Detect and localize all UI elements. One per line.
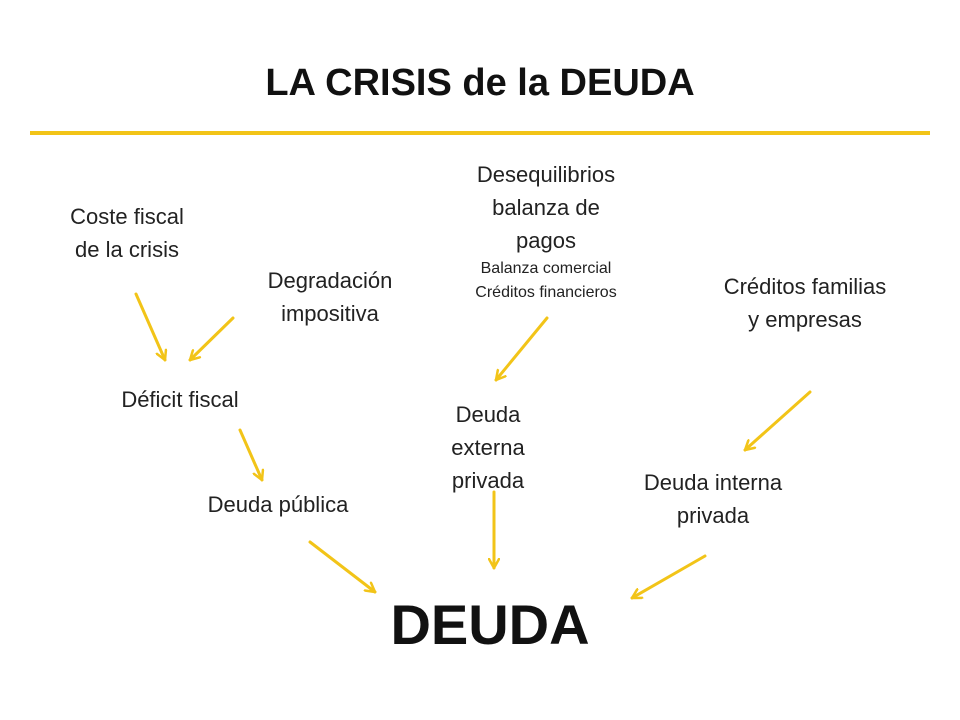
node-desequilibrios-line-3: pagos: [516, 228, 576, 253]
node-desequilibrios-sub-2: Créditos financieros: [475, 284, 617, 301]
diagram-title: LA CRISIS de la DEUDA: [265, 62, 695, 104]
title-underline: [30, 131, 930, 135]
node-desequilibrios-sub-1: Balanza comercial: [480, 260, 612, 277]
node-desequilibrios-line-1: Desequilibrios: [476, 162, 616, 187]
arrow-desequilibrios-to-deuda-externa: [494, 316, 549, 382]
node-degradacion-impositiva: Degradación impositiva: [240, 264, 420, 330]
node-creditos-line-2: y empresas: [748, 307, 862, 332]
node-deuda-externa-line-3: privada: [451, 468, 525, 493]
node-creditos-familias: Créditos familias y empresas: [690, 270, 920, 336]
node-degradacion-line-1: Degradación: [267, 268, 393, 293]
node-deuda-externa-line-1: Deuda: [455, 402, 521, 427]
node-desequilibrios-balanza: Desequilibrios balanza de pagos Balanza …: [436, 158, 656, 305]
node-deuda-interna-line-1: Deuda interna: [643, 470, 783, 495]
node-deficit-fiscal-label: Déficit fiscal: [121, 387, 239, 412]
node-coste-fiscal: Coste fiscal de la crisis: [42, 200, 212, 266]
arrow-degradacion-to-deficit: [188, 316, 235, 362]
node-deuda-interna-line-2: privada: [676, 503, 750, 528]
node-creditos-line-1: Créditos familias: [723, 274, 887, 299]
node-deuda-publica-label: Deuda pública: [207, 492, 349, 517]
result-deuda: DEUDA: [390, 593, 590, 656]
node-coste-fiscal-line-2: de la crisis: [75, 237, 179, 262]
node-desequilibrios-line-2: balanza de: [492, 195, 600, 220]
node-coste-fiscal-line-1: Coste fiscal: [70, 204, 184, 229]
node-deuda-externa-line-2: externa: [451, 435, 525, 460]
node-deuda-publica: Deuda pública: [168, 488, 388, 521]
node-deuda-interna-privada: Deuda interna privada: [600, 466, 826, 532]
arrow-deuda-publica-to-deuda: [308, 540, 377, 594]
arrow-creditos-to-deuda-interna: [743, 390, 812, 452]
node-degradacion-line-2: impositiva: [281, 301, 379, 326]
arrow-deficit-to-deuda-publica: [238, 428, 262, 482]
arrow-coste-to-deficit: [134, 292, 165, 362]
node-deuda-externa-privada: Deuda externa privada: [418, 398, 558, 497]
node-deficit-fiscal: Déficit fiscal: [90, 383, 270, 416]
